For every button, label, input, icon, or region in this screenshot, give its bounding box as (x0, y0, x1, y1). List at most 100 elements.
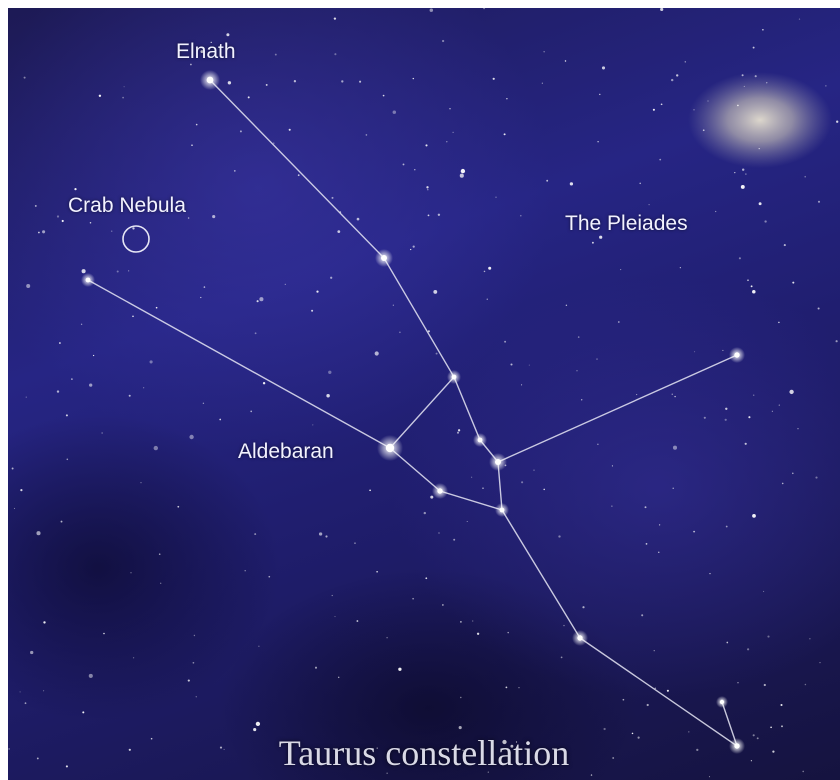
background-star (132, 227, 135, 230)
background-star (89, 221, 92, 224)
background-star (30, 650, 34, 655)
background-star (770, 726, 772, 729)
background-star (483, 8, 486, 10)
background-star (693, 530, 696, 533)
background-star (707, 100, 709, 102)
background-star (644, 506, 647, 509)
background-star (521, 481, 524, 484)
background-star (150, 737, 153, 740)
background-star (326, 393, 330, 398)
background-star (24, 702, 27, 705)
background-star (740, 184, 745, 189)
background-star (123, 86, 125, 88)
background-star (495, 196, 497, 198)
background-star (254, 533, 257, 536)
background-star (458, 726, 462, 730)
background-star (503, 133, 506, 136)
background-star (482, 487, 484, 489)
background-star (466, 520, 468, 523)
background-star (36, 757, 39, 760)
background-star (804, 683, 807, 686)
background-star (737, 681, 739, 684)
background-star (61, 219, 64, 223)
background-star (752, 734, 755, 737)
background-star (637, 736, 640, 739)
background-star (560, 656, 563, 659)
background-star (612, 757, 615, 759)
background-star (715, 210, 717, 213)
background-star (369, 489, 371, 492)
background-star (452, 131, 454, 134)
background-star (132, 657, 135, 659)
background-star (426, 186, 429, 189)
background-star (132, 315, 134, 318)
background-star (42, 230, 46, 234)
star-hyades-1 (447, 370, 461, 384)
background-star (504, 340, 507, 343)
background-star (392, 304, 394, 306)
background-star (597, 140, 599, 143)
background-star (402, 163, 405, 166)
label-crab-nebula: Crab Nebula (68, 194, 186, 217)
background-star (671, 393, 673, 395)
background-star (187, 679, 190, 682)
background-star (746, 648, 750, 651)
background-star (743, 85, 745, 87)
background-star (25, 396, 27, 398)
background-star (233, 170, 236, 172)
background-star (92, 354, 95, 357)
background-star (646, 703, 649, 707)
background-star (376, 747, 378, 749)
background-star (103, 632, 105, 635)
background-star (809, 638, 811, 640)
background-star (510, 744, 514, 748)
background-star (645, 543, 648, 545)
background-star (8, 748, 10, 750)
background-star (259, 297, 264, 302)
background-star (427, 214, 430, 217)
background-star (427, 188, 429, 191)
background-star (293, 80, 297, 83)
background-star (244, 569, 246, 572)
background-star (582, 606, 585, 609)
background-star (762, 29, 764, 31)
background-star (672, 445, 678, 450)
background-star (153, 445, 158, 451)
background-star (160, 582, 162, 584)
background-star (412, 77, 415, 80)
background-star (38, 231, 40, 234)
background-star (747, 279, 749, 282)
background-star (835, 340, 838, 343)
background-star (558, 535, 561, 538)
star-southeast-2 (716, 696, 728, 708)
background-star (202, 402, 205, 404)
background-star (203, 286, 206, 288)
background-star (359, 80, 362, 83)
background-star (611, 465, 613, 467)
background-star (734, 171, 736, 174)
background-star (772, 750, 775, 753)
background-star (392, 110, 397, 114)
background-star (487, 771, 489, 773)
background-star (412, 597, 414, 600)
background-star (273, 142, 275, 144)
background-star (200, 296, 202, 299)
background-star (356, 620, 359, 622)
background-star (546, 179, 549, 182)
background-star (798, 18, 801, 20)
background-star (386, 636, 388, 639)
star-southeast (729, 738, 745, 754)
background-star (11, 467, 14, 470)
background-star (506, 97, 508, 100)
background-star (337, 676, 340, 679)
background-star (325, 535, 328, 538)
background-star (652, 108, 655, 111)
background-star (658, 551, 660, 553)
background-star (763, 590, 765, 593)
background-star (599, 235, 603, 239)
background-star (483, 270, 486, 273)
background-star (781, 482, 784, 485)
background-star (676, 74, 679, 77)
background-star (149, 360, 153, 364)
background-star (817, 200, 821, 203)
